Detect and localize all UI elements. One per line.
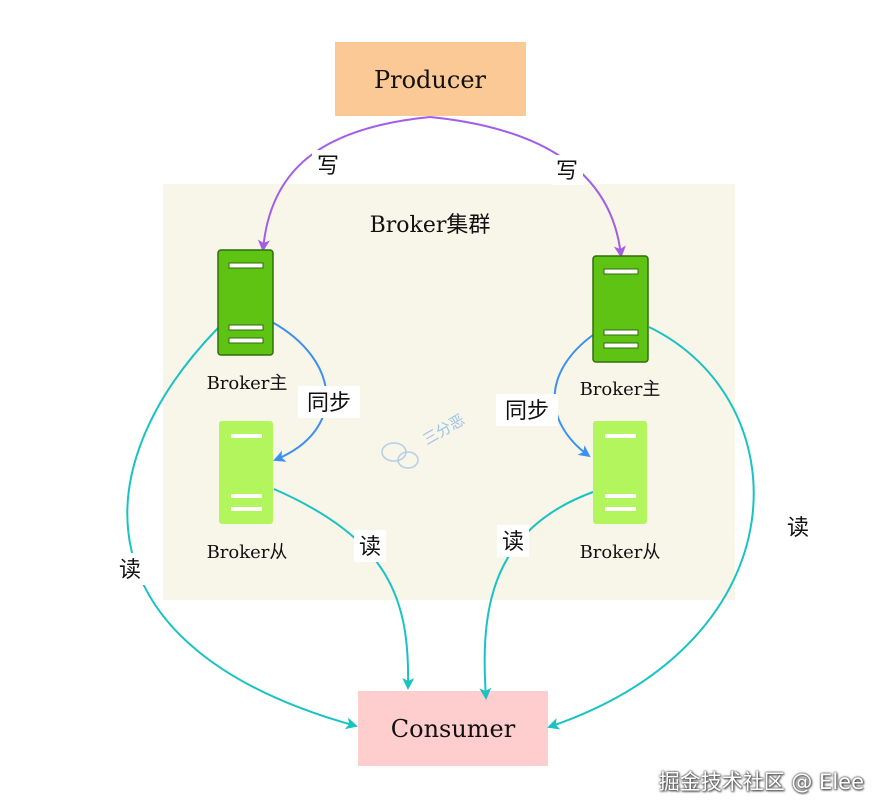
- broker-slave-label-left: Broker从: [207, 542, 288, 563]
- consumer-label: Consumer: [391, 715, 516, 743]
- write-label-left: 写: [317, 154, 339, 179]
- producer-box: [335, 42, 526, 116]
- producer-label: Producer: [374, 66, 487, 94]
- read-arrow-left-slave: [273, 488, 415, 690]
- read-label-left-slave: 读: [359, 535, 381, 560]
- consumer-box: [358, 691, 548, 766]
- read-arrow-left-master: [126, 327, 358, 730]
- write-label-right: 写: [556, 159, 578, 184]
- broker-master-label-right: Broker主: [580, 379, 661, 400]
- server-icon-left-master: [217, 249, 274, 356]
- write-arrow-left: [257, 116, 431, 252]
- server-icon-right-slave: [593, 421, 647, 524]
- read-label-right-slave: 读: [502, 530, 524, 555]
- read-arrow-right-slave: [479, 491, 594, 700]
- broker-master-label-left: Broker主: [207, 373, 288, 394]
- site-watermark: 掘金技术社区 @ Elee: [658, 770, 864, 794]
- read-label-left-master: 读: [119, 558, 141, 583]
- broker-slave-label-right: Broker从: [580, 542, 661, 563]
- wechat-icon: [381, 442, 419, 469]
- sync-label-right: 同步: [505, 399, 549, 424]
- sync-label-left: 同步: [307, 391, 351, 416]
- read-arrow-right-master: [547, 326, 755, 730]
- read-label-right-master: 读: [787, 516, 809, 541]
- cluster-label: Broker集群: [370, 213, 491, 238]
- server-icon-left-slave: [219, 421, 273, 524]
- server-icon-right-master: [592, 255, 649, 363]
